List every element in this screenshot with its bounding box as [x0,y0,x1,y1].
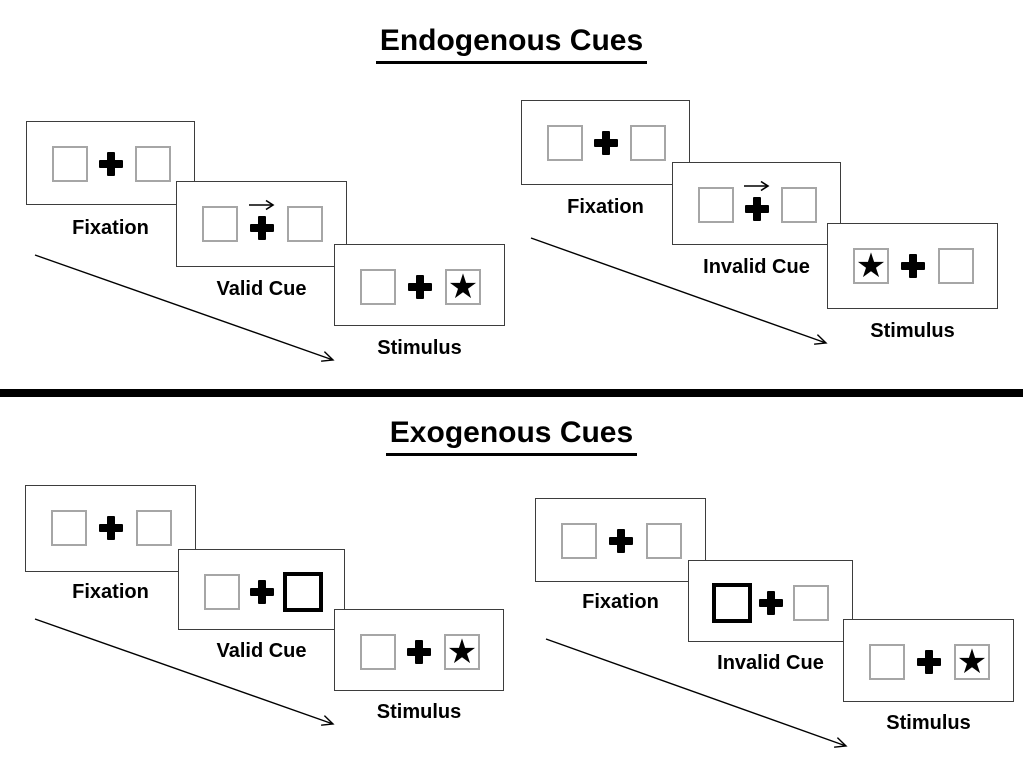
panel-label: Fixation [72,217,149,239]
timeline-arrow [34,254,335,362]
section-divider [0,389,1023,397]
fixation-cross-icon [249,580,274,604]
panel-label: Fixation [567,196,644,218]
placeholder-box-right [135,146,171,182]
fixation-cross-icon [249,216,274,240]
panel-label: Valid Cue [216,640,307,662]
fixation-panel [521,100,690,185]
placeholder-box-right [646,523,682,559]
placeholder-box-left [204,574,240,610]
placeholder-box-right [793,585,829,621]
panel-label: Stimulus [886,712,971,734]
fixation-cross-icon [744,197,769,221]
panel-label: Stimulus [376,701,462,723]
valid-cue-panel [178,549,345,630]
fixation-panel [26,121,195,205]
panel-label: Fixation [582,591,659,613]
section-title-exogenous: Exogenous Cues [0,416,1023,456]
fixation-cross-icon [758,591,783,615]
fixation-cross-icon [407,640,431,664]
invalid-cue-panel [672,162,841,245]
placeholder-box-left [360,269,396,305]
cue-box [283,572,323,612]
timeline-arrow [34,618,335,726]
star-icon: ★ [447,267,479,307]
section-title-endogenous: Endogenous Cues [0,24,1023,64]
cue-box [712,583,752,623]
placeholder-box-right [287,206,323,242]
stimulus-box-left: ★ [853,248,889,284]
stimulus-panel: ★ [843,619,1014,702]
fixation-cross-icon [916,650,941,674]
stimulus-box-right: ★ [444,634,480,670]
stimulus-box-right: ★ [445,269,481,305]
placeholder-box-right [938,248,974,284]
placeholder-box-left [561,523,597,559]
placeholder-box-left [51,510,87,546]
timeline-arrow [530,237,828,345]
fixation-panel [535,498,706,582]
fixation-cross-icon [900,254,925,278]
star-icon: ★ [446,632,478,672]
placeholder-box-left [698,187,734,223]
cue-arrow-icon [248,199,274,211]
fixation-cross-icon [98,152,123,176]
invalid-cue-panel [688,560,853,642]
placeholder-box-left [547,125,583,161]
panel-label: Stimulus [870,320,955,342]
stimulus-panel: ★ [334,609,504,691]
star-icon: ★ [855,246,887,286]
panel-label: Fixation [72,581,149,603]
panel-label: Invalid Cue [717,652,824,674]
panel-label: Valid Cue [216,278,307,300]
cue-arrow-icon [743,180,769,192]
placeholder-box-left [202,206,238,242]
placeholder-box-right [136,510,172,546]
section-title-text: Endogenous Cues [375,24,648,64]
section-title-text: Exogenous Cues [385,416,638,456]
stimulus-panel: ★ [827,223,998,309]
fixation-cross-icon [608,529,633,553]
panel-label: Invalid Cue [703,256,810,278]
panel-label: Stimulus [377,337,462,359]
placeholder-box-right [781,187,817,223]
placeholder-box-left [869,644,905,680]
placeholder-box-left [360,634,396,670]
fixation-panel [25,485,196,572]
valid-cue-panel [176,181,347,267]
star-icon: ★ [956,642,988,682]
fixation-cross-icon [593,131,618,155]
placeholder-box-right [630,125,666,161]
fixation-cross-icon [407,275,432,299]
placeholder-box-left [52,146,88,182]
timeline-arrow [545,638,848,748]
fixation-cross-icon [98,516,123,540]
stimulus-panel: ★ [334,244,505,326]
stimulus-box-right: ★ [954,644,990,680]
